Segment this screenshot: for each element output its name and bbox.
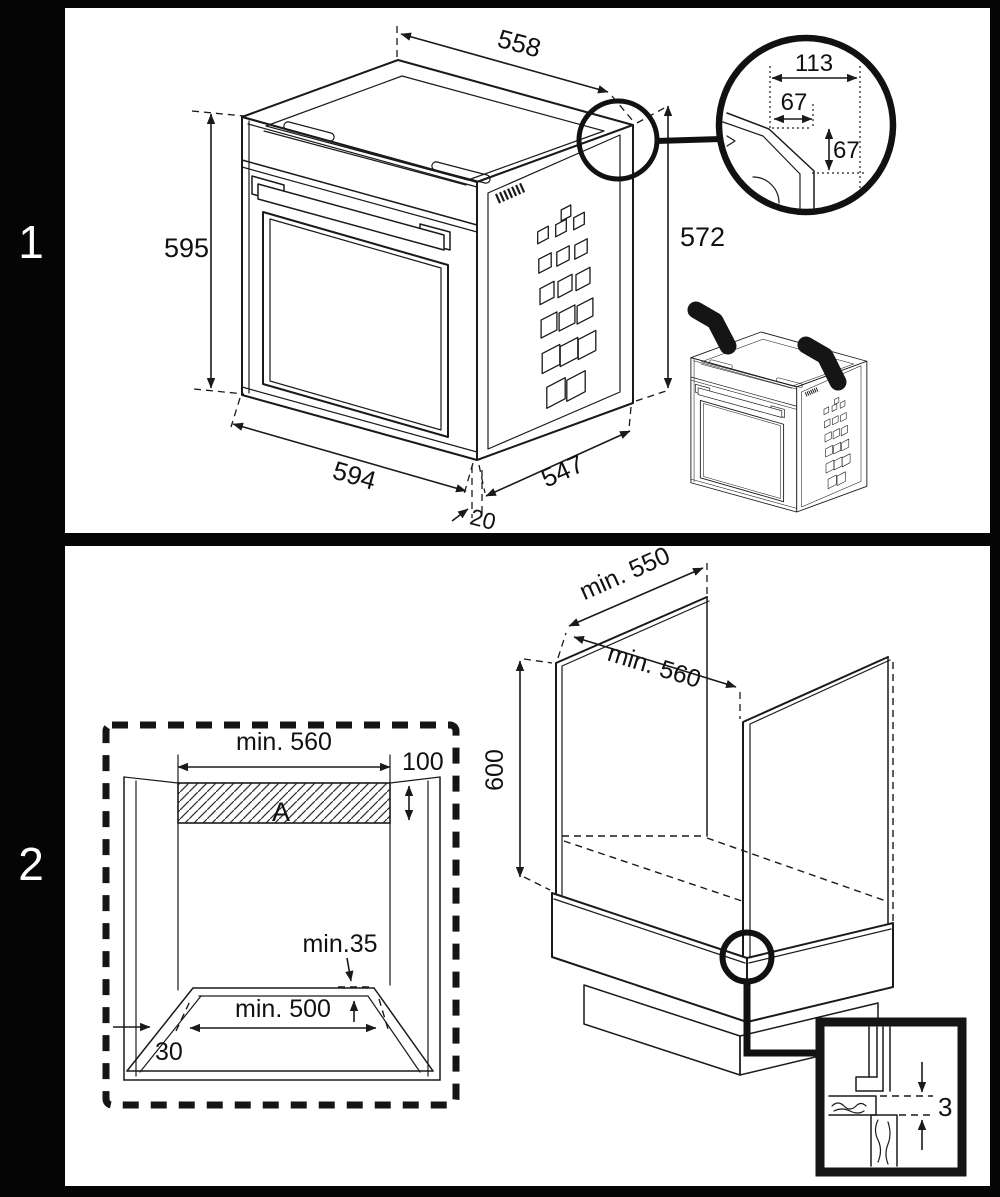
dim-rear-height: 572: [680, 222, 725, 252]
cutout-base-opening-width: min. 500: [235, 995, 331, 1023]
corner-detail-callout: 113 67 67: [576, 34, 897, 216]
detail-dim-total-width: 113: [795, 50, 833, 77]
right-hand-grip-icon: [797, 336, 847, 391]
niche-height: 600: [481, 749, 509, 791]
step-1-label: 1: [18, 216, 44, 268]
dim-front-overhang: 20: [467, 504, 498, 535]
rear-gap-detail-callout: 3: [719, 929, 967, 1177]
oven-carrying-inset: [687, 301, 867, 512]
detail-dim-inner-height: 67: [833, 137, 860, 164]
cutout-rear-clearance: min.35: [302, 930, 377, 958]
dim-front-height: 595: [164, 233, 209, 263]
recess-zone-label: A: [272, 797, 290, 827]
cutout-side-clearance: 30: [155, 1038, 183, 1066]
oven-isometric-drawing: [242, 60, 633, 460]
cutout-opening-width: min. 560: [236, 728, 332, 756]
detail-dim-inner-width: 67: [781, 89, 808, 116]
oven-dimension-lines: 558 595 572 594 547 20: [164, 23, 725, 535]
cabinet-cutout-front-view: A min. 560 100 min.35 min. 500 30: [102, 721, 460, 1109]
cutout-recess-depth: 100: [402, 748, 444, 776]
step-2-label: 2: [18, 838, 44, 890]
cutout-dashed-border: [102, 721, 460, 1109]
rear-vent-gap: 3: [938, 1092, 952, 1122]
left-hand-grip-icon: [687, 301, 737, 355]
